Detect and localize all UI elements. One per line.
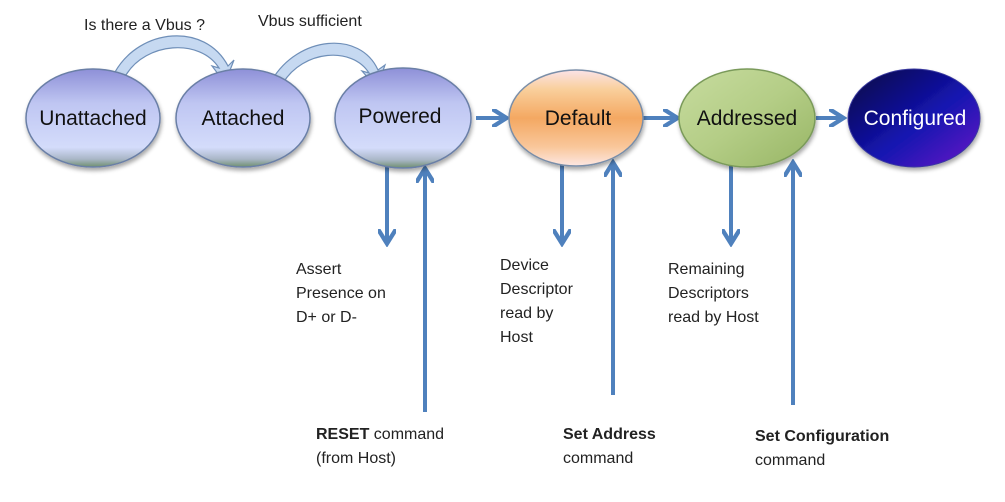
state-label: Powered — [359, 105, 442, 128]
annotation-assert-presence: Assert Presence on D+ or D- — [296, 258, 386, 330]
annotation-set-configuration-command: Set Configuration command — [755, 425, 889, 473]
annotation-device-descriptor: Device Descriptor read by Host — [500, 254, 573, 350]
annotation-set-address-command: Set Address command — [563, 423, 656, 471]
command-name: Set Address — [563, 426, 656, 443]
annotation-line: command — [755, 452, 826, 469]
state-label: Configured — [864, 107, 967, 130]
state-powered: Powered — [334, 67, 472, 169]
annotation-line: Presence on — [296, 285, 386, 302]
annotation-line: (from Host) — [316, 450, 396, 467]
annotation-reset-command: RESET command (from Host) — [316, 423, 444, 471]
state-attached: Attached — [175, 68, 311, 168]
command-name: RESET — [316, 426, 370, 443]
annotation-line: D+ or D- — [296, 309, 357, 326]
state-label: Attached — [202, 107, 285, 130]
state-label: Default — [545, 107, 612, 130]
command-suffix: command — [369, 426, 445, 443]
transition-label-vbus-sufficient: Vbus sufficient — [258, 13, 362, 30]
annotation-line: Descriptors — [668, 285, 749, 302]
state-configured: Configured — [847, 68, 981, 168]
annotation-line: command — [563, 450, 634, 467]
annotation-line: Device — [500, 257, 549, 274]
annotation-line: read by Host — [668, 309, 759, 326]
state-label: Unattached — [39, 107, 146, 130]
command-name: Set Configuration — [755, 428, 890, 445]
state-addressed: Addressed — [678, 68, 816, 168]
state-default: Default — [508, 69, 644, 167]
annotation-line: Host — [500, 329, 533, 346]
annotation-line: Assert — [296, 261, 342, 278]
annotation-remaining-descriptors: Remaining Descriptors read by Host — [668, 258, 759, 330]
annotation-line: Descriptor — [500, 281, 573, 298]
annotation-line: read by — [500, 305, 554, 322]
state-unattached: Unattached — [25, 68, 161, 168]
transition-label-vbus-present: Is there a Vbus ? — [84, 17, 205, 34]
annotation-line: Remaining — [668, 261, 745, 278]
state-label: Addressed — [697, 107, 797, 130]
